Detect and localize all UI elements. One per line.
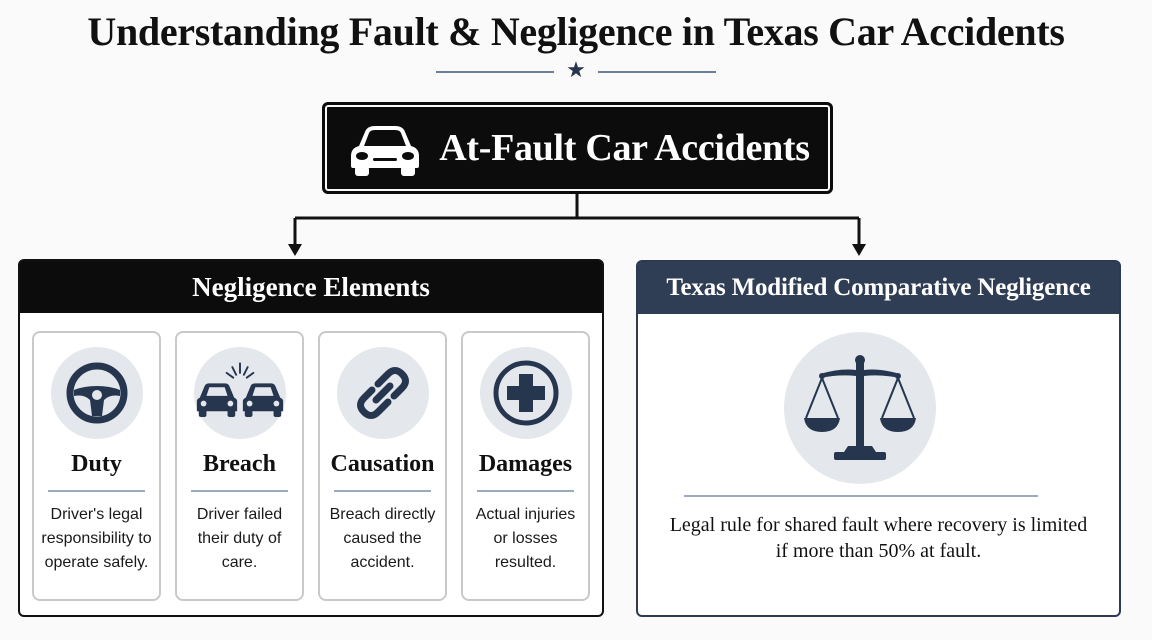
duty-icon-circle (51, 347, 143, 439)
negligence-elements-header: Negligence Elements (20, 261, 602, 313)
card-duty-separator (48, 490, 145, 492)
scales-of-justice-icon (804, 355, 916, 460)
card-duty: Duty Driver's legal responsibility to op… (32, 331, 161, 601)
car-icon (351, 126, 420, 176)
steering-wheel-icon (66, 362, 128, 424)
page-title: Understanding Fault & Negligence in Texa… (87, 9, 1065, 54)
card-damages-title: Damages (478, 451, 573, 477)
title-divider: ★ (436, 58, 716, 84)
card-causation-title: Causation (330, 451, 435, 477)
card-damages-description: Actual injuries or losses resulted. (475, 506, 576, 571)
comparative-negligence-description: Legal rule for shared fault where recove… (669, 514, 1088, 562)
comparative-negligence-header: Texas Modified Comparative Negligence (638, 262, 1119, 314)
card-causation: Causation Breach directly caused the acc… (318, 331, 447, 601)
root-node-at-fault-accidents: At-Fault Car Accidents (322, 102, 833, 194)
card-damages: Damages Actual injuries or losses result… (461, 331, 590, 601)
root-node-label: At-Fault Car Accidents (439, 127, 810, 169)
divider-line-left (436, 71, 554, 73)
causation-icon-circle (337, 347, 429, 439)
scales-icon-circle (784, 332, 936, 484)
medical-cross-icon (493, 360, 559, 426)
negligence-cards: Duty Driver's legal responsibility to op… (32, 331, 590, 601)
card-damages-separator (477, 490, 574, 492)
negligence-elements-panel: Negligence Elements Duty Driver's legal … (18, 259, 604, 617)
car-collision-icon (196, 362, 284, 417)
chain-link-icon (357, 367, 409, 419)
card-causation-description: Breach directly caused the accident. (329, 506, 436, 571)
star-icon: ★ (566, 58, 586, 83)
breach-icon-circle (194, 347, 286, 439)
card-breach-description: Driver failed their duty of care. (196, 506, 283, 571)
card-breach-title: Breach (203, 451, 276, 477)
card-breach: Breach Driver failed their duty of care. (175, 331, 304, 601)
card-duty-title: Duty (71, 451, 122, 477)
card-breach-separator (191, 490, 288, 492)
damages-icon-circle (480, 347, 572, 439)
card-causation-separator (334, 490, 431, 492)
card-duty-description: Driver's legal responsibility to operate… (41, 506, 152, 571)
comparative-negligence-separator (684, 495, 1038, 497)
divider-line-right (598, 71, 716, 73)
comparative-negligence-panel: Texas Modified Comparative Negligence (636, 260, 1121, 617)
